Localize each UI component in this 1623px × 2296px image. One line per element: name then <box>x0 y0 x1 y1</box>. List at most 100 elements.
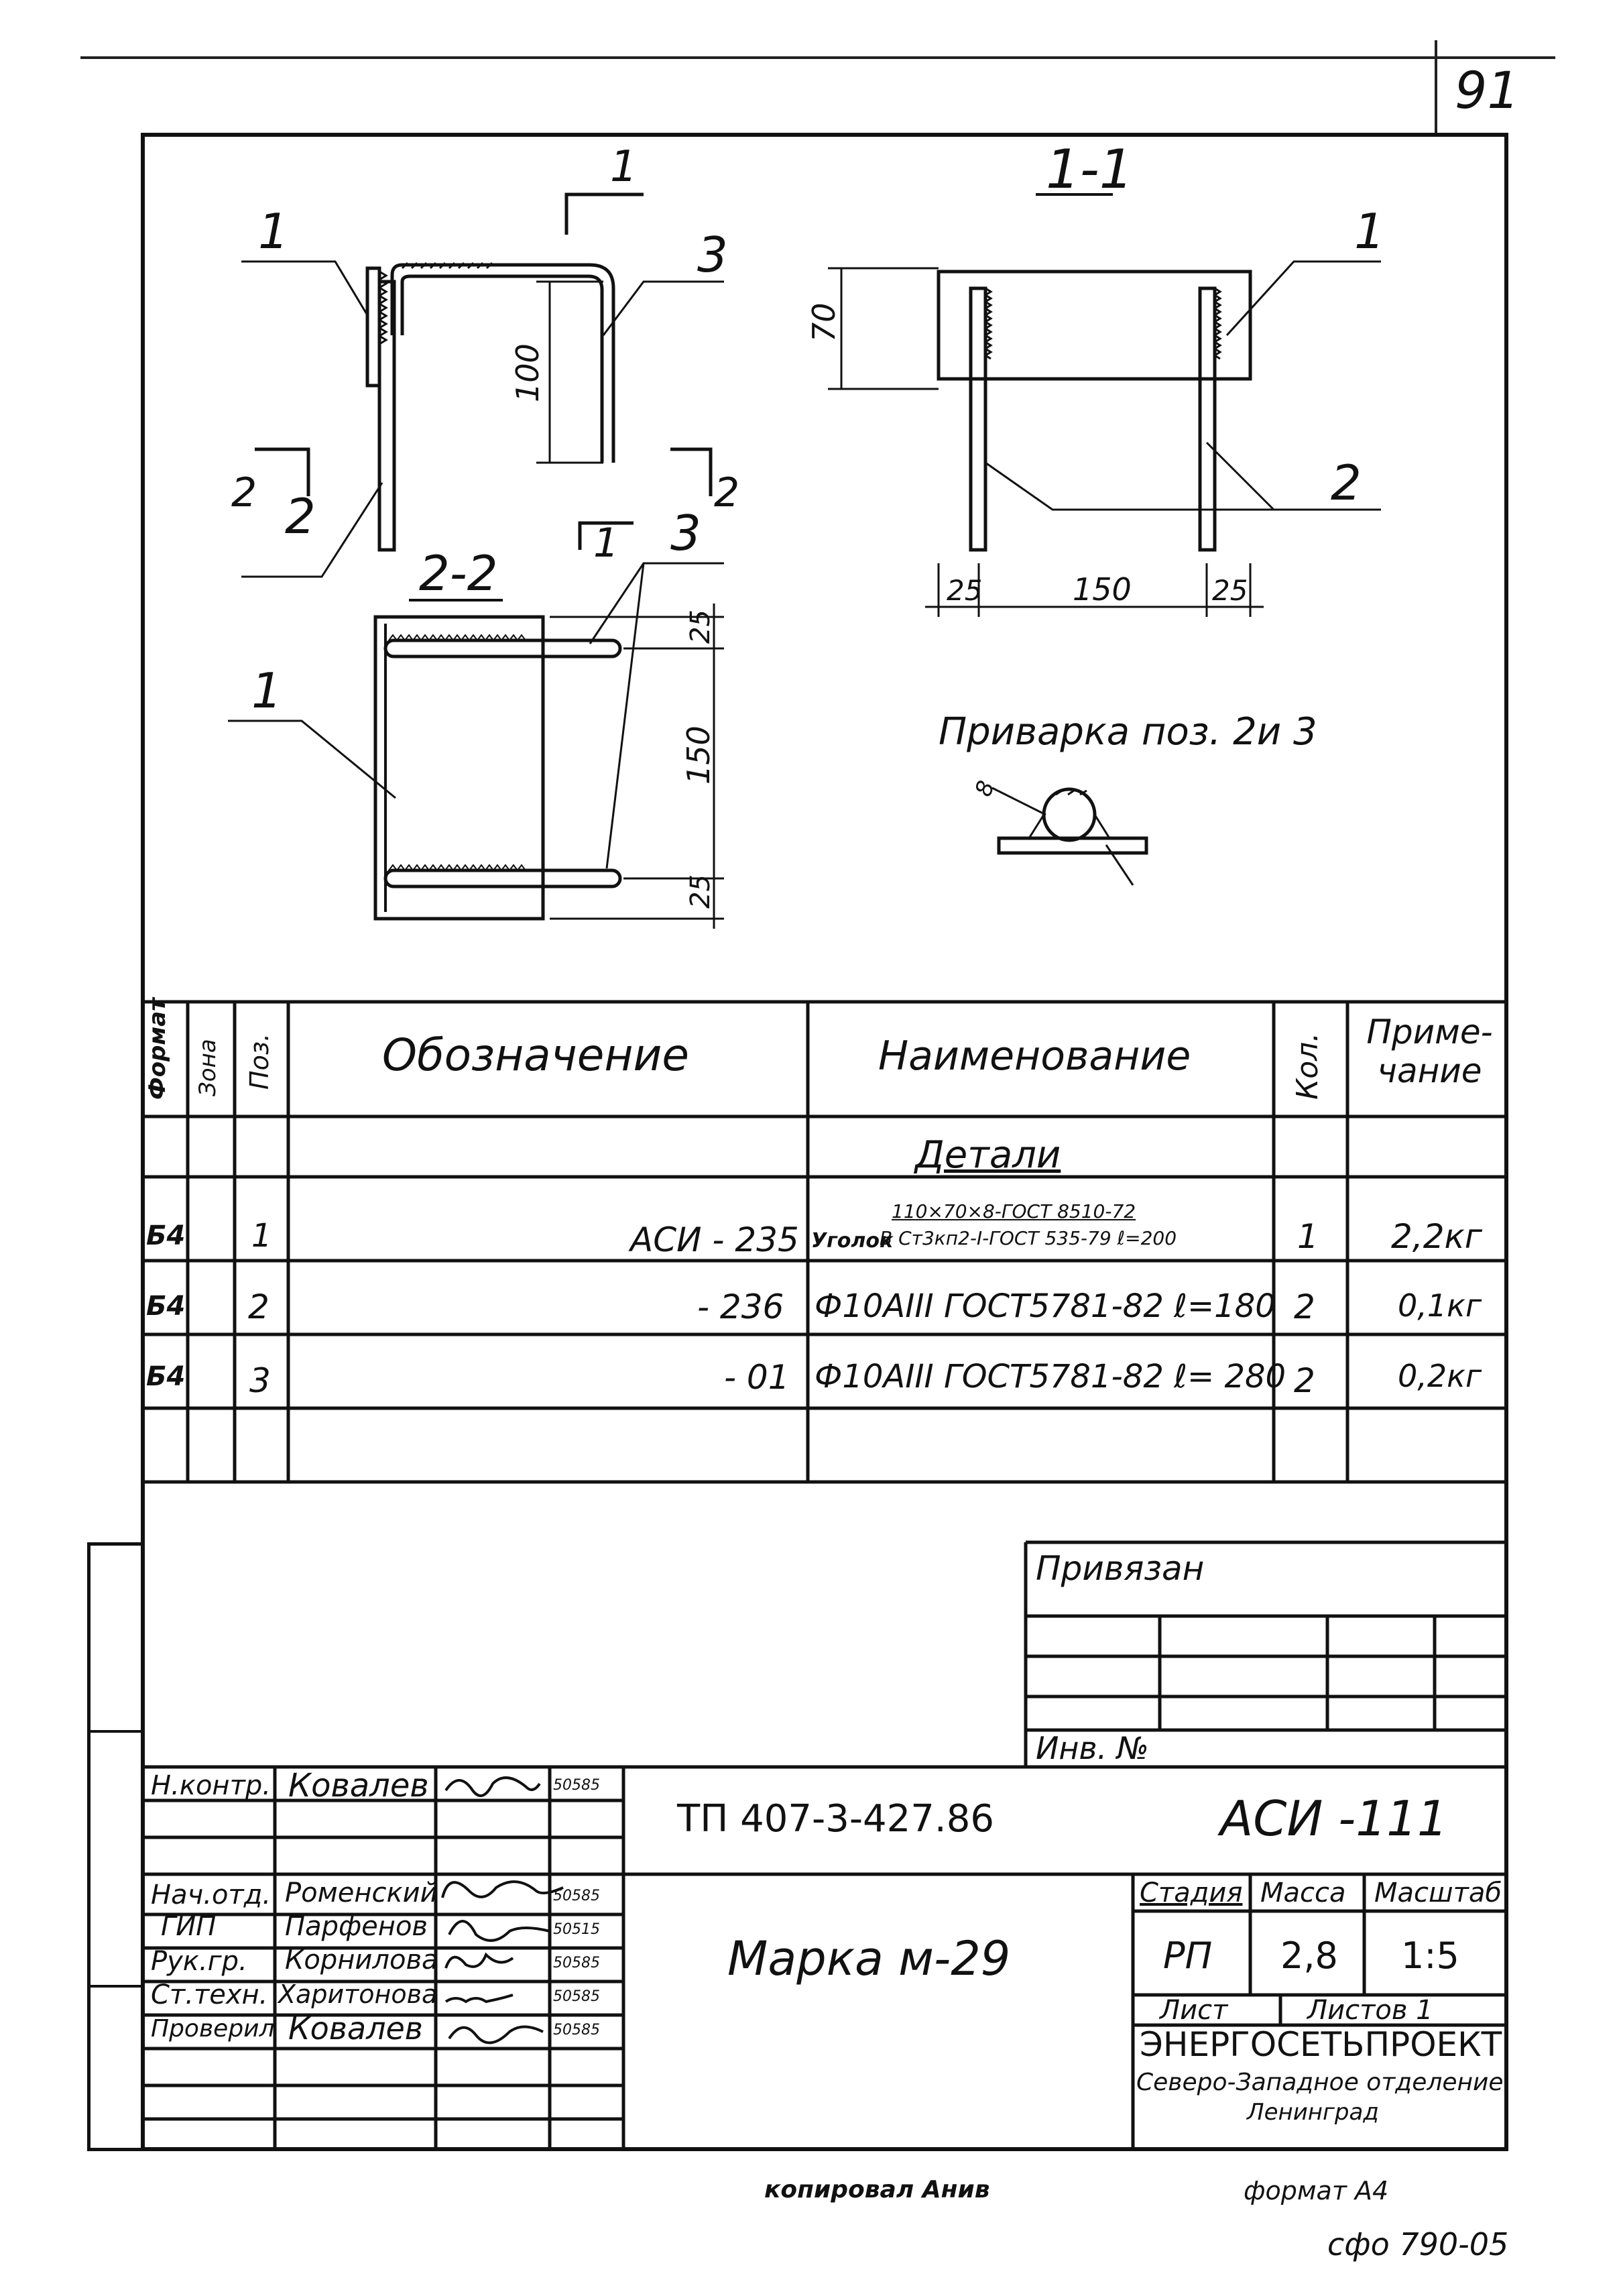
cut-mark-1-bottom <box>578 521 634 550</box>
cut2-left-label: 2 <box>231 469 257 516</box>
binding-title: Привязан <box>1036 1549 1205 1588</box>
role-6: Ст.техн. <box>151 1979 268 2010</box>
project-code: ТП 407-3-427.86 <box>677 1797 994 1841</box>
dim-70: 70 <box>806 302 842 342</box>
row2-pos: 2 <box>248 1287 269 1326</box>
org-name: ЭНЕРГОСЕТЬПРОЕКТ <box>1140 2025 1502 2064</box>
weld-note: Приварка поз. 2и 3 <box>939 710 1317 754</box>
role-5: Рук.гр. <box>151 1946 247 1977</box>
angle-teeth <box>377 270 388 345</box>
weld-hatch-top <box>401 262 493 270</box>
left-margin-strip <box>87 1542 141 2151</box>
section-1-1-bar-left <box>969 286 987 552</box>
sheets-label: Листов 1 <box>1307 1995 1433 2026</box>
section-1-1-angle <box>937 270 1252 381</box>
date-4: 50515 <box>553 1921 600 1938</box>
bent-bar-pos3-inner <box>400 274 604 463</box>
role-1: Н.контр. <box>151 1770 271 1801</box>
row1-qty: 1 <box>1297 1217 1319 1256</box>
date-1: 50585 <box>553 1777 600 1794</box>
row1-name-prefix: Уголок <box>811 1229 894 1253</box>
vertical-bar-pos2 <box>377 280 396 552</box>
bent-bar-pos3 <box>390 263 615 463</box>
section-2-2-angle <box>373 615 545 921</box>
callout-pos1-s22: 1 <box>251 663 282 719</box>
section-2-2-bar-top <box>383 638 622 658</box>
left-margin-divider-1 <box>87 1730 141 1733</box>
page-number: 91 <box>1455 60 1520 120</box>
name-5: Корнилова <box>285 1945 438 1975</box>
footer-copied: копировал Анив <box>764 2176 990 2203</box>
mass-value: 2,8 <box>1280 1935 1338 1977</box>
row1-designation: АСИ - 235 <box>630 1220 799 1259</box>
header-name: Наименование <box>878 1033 1191 1080</box>
cut-mark-1-top <box>564 192 644 235</box>
sheet-code: АСИ -111 <box>1220 1790 1448 1847</box>
org-city: Ленинград <box>1247 2099 1379 2126</box>
cut-mark-2-left <box>255 447 310 496</box>
weld-detail-plate <box>997 836 1148 855</box>
date-7: 50585 <box>553 2022 600 2039</box>
callout-pos2-side: 2 <box>285 488 316 544</box>
sheet-label: Лист <box>1160 1995 1228 2026</box>
signature-2 <box>441 1880 564 1898</box>
stage-value: РП <box>1163 1935 1213 1977</box>
row1-note: 2,2кг <box>1391 1217 1482 1256</box>
cut-mark-2-right <box>670 447 713 496</box>
signature-4 <box>444 1952 514 1969</box>
date-5: 50585 <box>553 1955 600 1971</box>
scale-value: 1:5 <box>1401 1935 1459 1977</box>
section-1-1-bar-right <box>1198 286 1217 552</box>
header-designation: Обозначение <box>382 1029 689 1081</box>
row1-name-bottom: В Ст3кп2-I-ГОСТ 535-79 ℓ=200 <box>880 1227 1177 1249</box>
section-title-details: Детали <box>915 1133 1061 1177</box>
section-2-2-title: 2-2 <box>419 545 498 601</box>
name-4: Парфенов <box>285 1911 428 1942</box>
footer-format: формат А4 <box>1244 2176 1389 2205</box>
callout-pos3-s22: 3 <box>670 505 701 561</box>
scale-label: Масштаб <box>1374 1878 1502 1908</box>
org-branch: Северо-Западное отделение <box>1136 2069 1504 2096</box>
row3-pos: 3 <box>249 1361 271 1400</box>
dim-25-left: 25 <box>947 574 982 607</box>
row1-pos: 1 <box>251 1217 272 1255</box>
signature-1 <box>444 1776 541 1797</box>
date-3: 50585 <box>553 1888 600 1904</box>
row2-note: 0,1кг <box>1398 1287 1482 1324</box>
technical-drawing: 1 1 3 100 2 2 2 1 3 2-2 25 150 25 1 1-1 … <box>228 138 1385 929</box>
row2-designation: - 236 <box>697 1287 784 1326</box>
row3-name: Ф10АIII ГОСТ5781-82 ℓ= 280 <box>815 1358 1286 1395</box>
callout-pos1-section: 1 <box>1354 203 1385 260</box>
row3-qty: 2 <box>1294 1361 1315 1400</box>
row2-name: Ф10АIII ГОСТ5781-82 ℓ=180 <box>815 1287 1276 1325</box>
signature-6 <box>448 2025 544 2045</box>
leader-pos1-section <box>1225 260 1381 337</box>
role-3: Нач.отд. <box>151 1880 272 1910</box>
row2-format: Б4 <box>146 1291 186 1322</box>
cut2-right-label: 2 <box>714 469 739 516</box>
row2-qty: 2 <box>1294 1287 1315 1326</box>
section-2-2-bar-bottom <box>383 868 622 888</box>
row3-note: 0,2кг <box>1398 1358 1482 1394</box>
dim-100: 100 <box>509 343 546 402</box>
page-number-divider <box>1435 40 1437 134</box>
dim-25-right: 25 <box>1212 574 1248 607</box>
dim-150-s22: 150 <box>680 726 717 785</box>
name-1: Ковалев <box>288 1767 429 1804</box>
callout-pos2-section: 2 <box>1331 455 1362 511</box>
signature-3 <box>448 1920 550 1942</box>
name-6: Харитонова <box>278 1979 438 2009</box>
leader-pos3-side <box>602 280 724 336</box>
drawing-frame <box>141 133 1508 2151</box>
dim-25-s22-top: 25 <box>685 610 716 644</box>
row1-name-top: 110×70×8-ГОСТ 8510-72 <box>892 1200 1136 1222</box>
header-note: Приме-чание <box>1366 1013 1493 1090</box>
callout-pos3-side: 3 <box>697 227 728 283</box>
footer-stamp: сфо 790-05 <box>1327 2226 1509 2262</box>
signature-5 <box>444 1994 514 2004</box>
row3-designation: - 01 <box>724 1358 790 1397</box>
section-1-1-title: 1-1 <box>1046 138 1134 200</box>
row1-format: Б4 <box>146 1220 186 1251</box>
leader-pos2-side <box>241 482 383 578</box>
